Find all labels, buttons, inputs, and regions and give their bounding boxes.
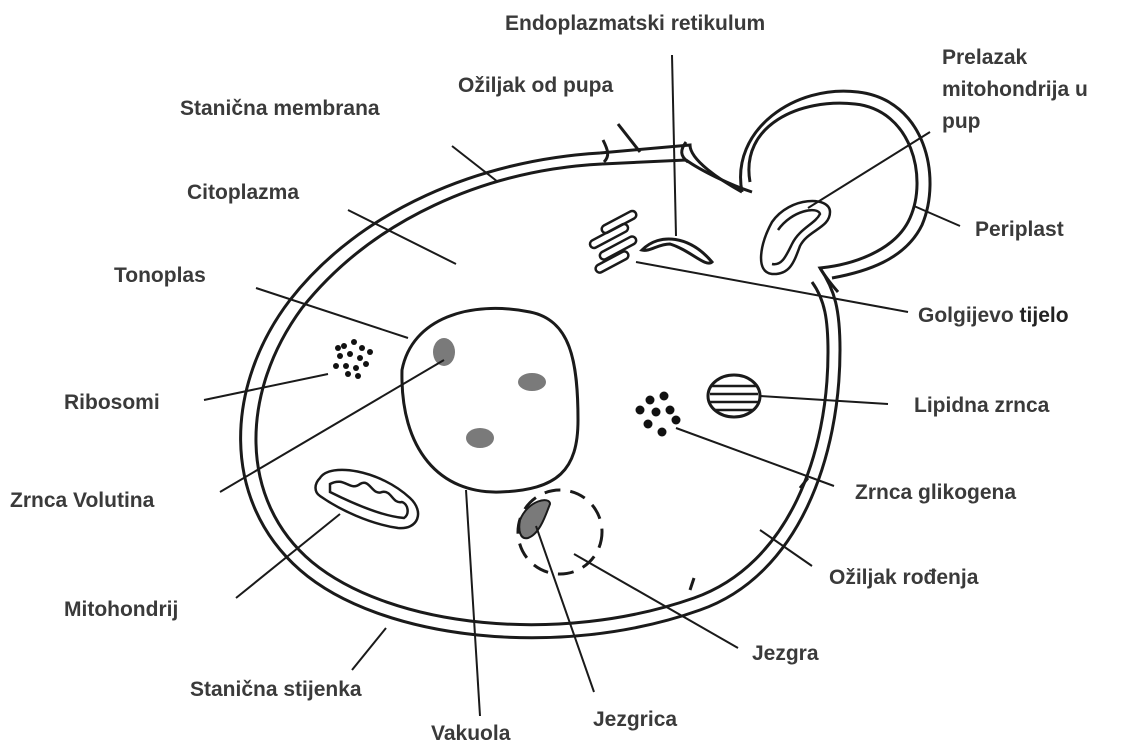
ribosomes (333, 339, 373, 379)
leader-mitochondrion (236, 514, 340, 598)
label-nucleus: Jezgra (752, 642, 819, 666)
label-golgi-body-part1: Golgijevo (918, 304, 1014, 327)
label-golgi-body: Golgijevo tijelo (918, 304, 1069, 328)
birth-scar (690, 478, 808, 590)
mitochondrion (316, 470, 419, 528)
label-periplast: Periplast (975, 218, 1064, 242)
bud-mitochondrion (761, 201, 830, 274)
label-volutin-granules: Zrnca Volutina (10, 489, 154, 513)
lipid-granule (708, 375, 760, 417)
leader-vacuole (466, 490, 480, 716)
label-endoplasmic-reticulum: Endoplazmatski retikulum (505, 12, 765, 36)
label-cell-membrane: Stanična membrana (180, 97, 380, 121)
label-vacuole: Vakuola (431, 722, 510, 746)
label-cell-wall: Stanična stijenka (190, 678, 362, 702)
label-glycogen-granules: Zrnca glikogena (855, 481, 1016, 505)
leader-cell-wall (352, 628, 386, 670)
label-golgi-body-part2: tijelo (1020, 304, 1069, 327)
endoplasmic-reticulum (642, 239, 712, 263)
label-cytoplasm: Citoplazma (187, 181, 299, 205)
label-mitochondrion: Mitohondrij (64, 598, 178, 622)
label-tonoplast: Tonoplas (114, 264, 206, 288)
golgi-body (589, 210, 638, 274)
label-bud-scar: Ožiljak od pupa (458, 74, 613, 98)
nucleus (518, 490, 602, 574)
leader-cytoplasm (348, 210, 456, 264)
glycogen-granules (636, 392, 681, 437)
leader-nucleolus (536, 526, 594, 692)
label-birth-scar: Ožiljak rođenja (829, 566, 978, 590)
leader-tonoplast (256, 288, 408, 338)
label-ribosomes: Ribosomi (64, 391, 160, 415)
label-mitochondria-transfer: Prelazak mitohondrija u pup (942, 42, 1092, 138)
leader-periplast (914, 206, 960, 226)
bud-scar (603, 124, 688, 162)
label-nucleolus: Jezgrica (593, 708, 677, 732)
vacuole (402, 308, 578, 492)
leader-mito-transfer (808, 132, 930, 208)
label-lipid-granules: Lipidna zrnca (914, 394, 1049, 418)
leader-glycogen (676, 428, 834, 486)
